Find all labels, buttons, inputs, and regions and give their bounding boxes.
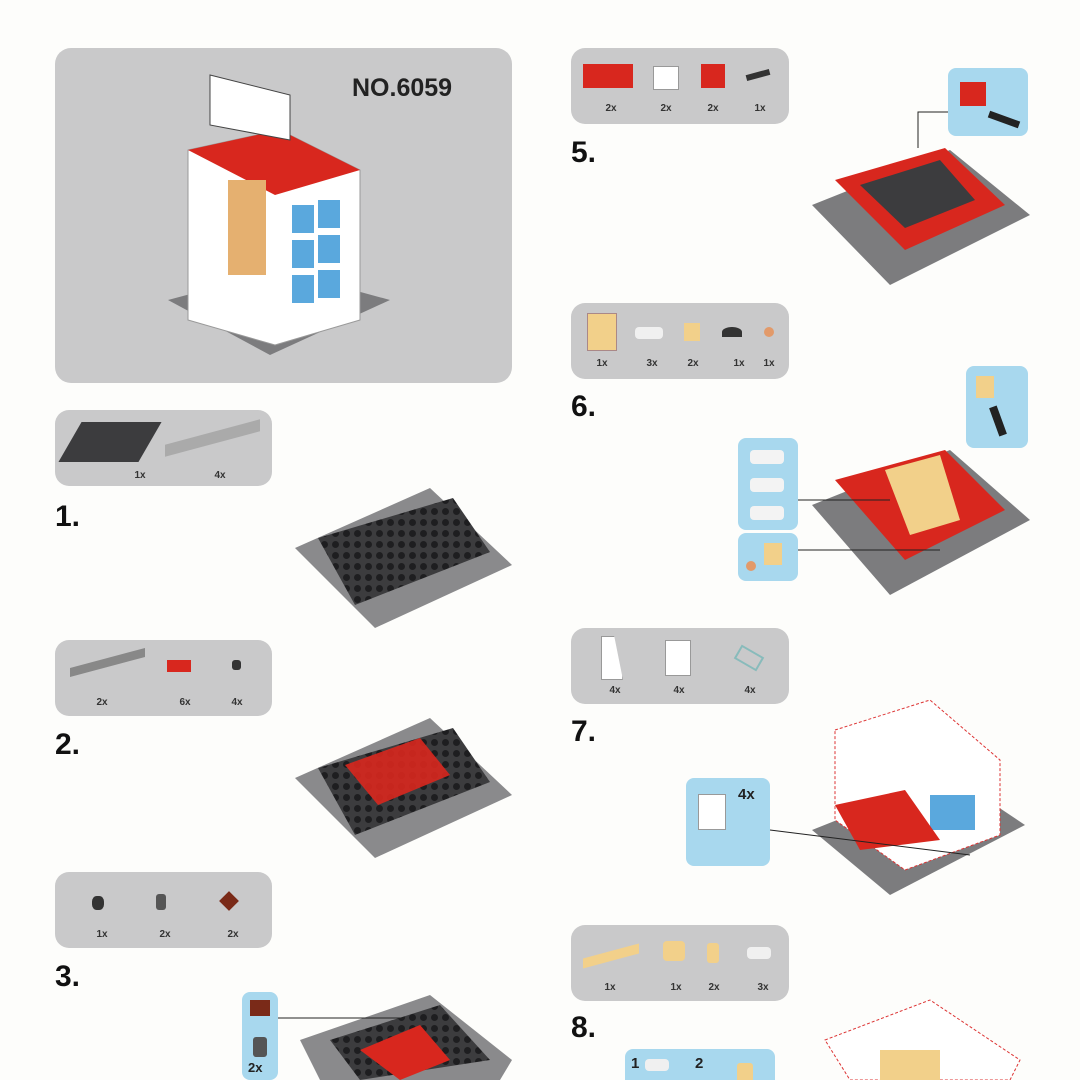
red-technic-part: [701, 64, 725, 88]
baseplate-part: [58, 422, 162, 462]
part-count: 4x: [673, 685, 685, 696]
part-count: 2x: [159, 929, 171, 940]
plate-part: [70, 647, 145, 678]
step6-callout-plates: [738, 438, 798, 530]
white-plate-part: [750, 506, 784, 520]
part-count: 4x: [231, 697, 243, 708]
brown-part: [250, 1000, 270, 1016]
part-count: 1x: [754, 103, 766, 114]
tan-round-part: [663, 941, 685, 961]
tan-brick-part: [976, 376, 994, 398]
step-number: 5.: [571, 136, 597, 169]
orange-part: [746, 561, 756, 571]
tile-part: [165, 419, 260, 457]
step3-baseplate: [278, 995, 512, 1080]
brown-part: [219, 891, 239, 911]
part-count: 2x: [227, 929, 239, 940]
step5-assembly: [812, 111, 1030, 285]
step5-callout: [948, 68, 1028, 136]
step8-assembly: [824, 999, 1021, 1080]
step7-parts-panel: 4x 4x 4x: [571, 628, 789, 704]
part-count: 2x: [660, 103, 672, 114]
tan-plate-part: [583, 943, 639, 969]
step6-parts-panel: 1x 3x 2x 1x 1x: [571, 303, 789, 379]
slope-part: [601, 636, 623, 680]
step6-callout-brick: [738, 533, 798, 581]
step-number: 8.: [571, 1011, 597, 1044]
step-number: 2.: [55, 728, 81, 761]
part-count: 1x: [670, 982, 682, 993]
substep-number: 2: [695, 1055, 704, 1072]
part-count: 1x: [604, 982, 616, 993]
lamp-part: [92, 896, 104, 910]
step7-callout: 4x: [686, 778, 770, 866]
white-plate-part: [747, 947, 771, 959]
red-tile-part: [167, 660, 191, 672]
window-frame-part: [698, 794, 726, 830]
cylinder-part: [156, 894, 166, 910]
part-count: 3x: [757, 982, 769, 993]
white-plate-part: [750, 478, 784, 492]
part-count: 1x: [763, 358, 775, 369]
glass-part: [733, 644, 765, 672]
orange-part: [764, 327, 774, 337]
callout-count: 4x: [738, 786, 755, 803]
pin-part: [987, 110, 1021, 129]
substep-number: 1: [631, 1055, 640, 1072]
white-plate-part: [645, 1059, 669, 1071]
black-part: [722, 327, 742, 337]
tan-brick-part: [764, 543, 782, 565]
pin-part: [745, 68, 771, 82]
cylinder-part: [253, 1037, 267, 1057]
part-count: 4x: [214, 470, 226, 481]
step6-callout-top: [966, 366, 1028, 448]
step5-parts-panel: 2x 2x 2x 1x: [571, 48, 789, 124]
red-brick-part: [583, 64, 633, 88]
model-number: NO.6059: [352, 74, 453, 102]
white-plate-part: [750, 450, 784, 464]
lever-part: [989, 405, 1007, 437]
red-technic-part: [960, 82, 986, 106]
step8-parts-panel: 1x 1x 2x 3x: [571, 925, 789, 1001]
part-count: 3x: [646, 358, 658, 369]
step6-assembly: [798, 450, 1030, 595]
part-count: 4x: [744, 685, 756, 696]
tan-brick-part: [684, 323, 700, 341]
step1-parts-panel: 1x 4x: [55, 410, 272, 486]
part-count: 1x: [733, 358, 745, 369]
step7-assembly: [769, 699, 1025, 895]
step-number: 3.: [55, 960, 81, 993]
part-count: 2x: [708, 982, 720, 993]
step8-callout: 1 2: [625, 1049, 775, 1080]
white-brick-part: [653, 66, 679, 90]
step2-parts-panel: 2x 6x 4x: [55, 640, 272, 716]
part-count: 1x: [596, 358, 608, 369]
part-count: 4x: [609, 685, 621, 696]
step2-baseplate: [295, 718, 512, 858]
part-count: 2x: [687, 358, 699, 369]
part-count: 2x: [96, 697, 108, 708]
part-count: 2x: [707, 103, 719, 114]
part-count: 6x: [179, 697, 191, 708]
part-count: 2x: [605, 103, 617, 114]
step-number: 6.: [571, 390, 597, 423]
tan-round-brick-part: [737, 1063, 753, 1080]
step3-callout: 2x: [242, 992, 278, 1080]
callout-count: 2x: [248, 1060, 263, 1075]
step-number: 7.: [571, 715, 597, 748]
tan-round-brick-part: [707, 943, 719, 963]
step-number: 1.: [55, 500, 81, 533]
window-frame-part: [665, 640, 691, 676]
tan-window-part: [587, 313, 617, 351]
round-part: [232, 660, 241, 670]
white-plate-part: [635, 327, 663, 339]
part-count: 1x: [134, 470, 146, 481]
step1-baseplate: [295, 488, 512, 628]
part-count: 1x: [96, 929, 108, 940]
step3-parts-panel: 1x 2x 2x: [55, 872, 272, 948]
